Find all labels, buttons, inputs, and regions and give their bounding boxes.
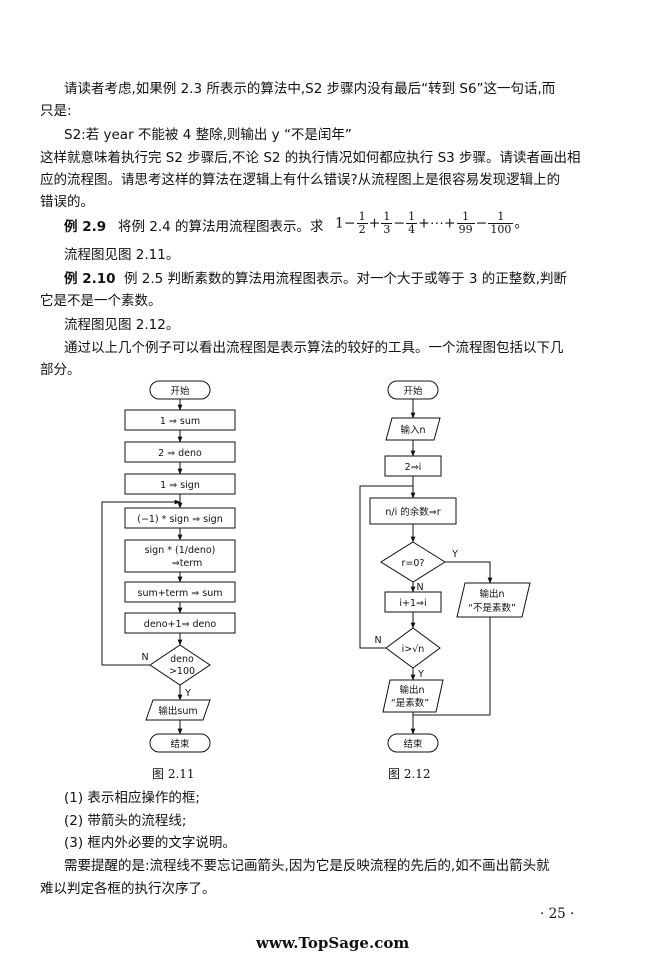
no-label: N [416,582,423,593]
paragraph-line: 只是: [40,103,72,119]
output-parallelogram [145,699,211,721]
paragraph-line: 应的流程图。请思考这样的算法在逻辑上有什么错误?从流程图上是很容易发现逻辑上的 [40,172,561,188]
decision-label: i>√n [402,644,425,655]
list-item: (2) 带箭头的流程线; [64,813,187,829]
example-label: 例 2.9 [64,219,107,235]
output-label: “不是素数” [468,602,516,614]
figure-caption: 图 2.11 [152,767,195,781]
figure-caption: 图 2.12 [388,767,431,781]
s2-statement: S2:若 year 不能被 4 整除,则输出 y “不是闰年” [64,127,352,143]
formula-op: − [343,215,356,232]
output-label: 输出n [479,588,504,600]
yes-label: Y [451,549,458,560]
list-item: (1) 表示相应操作的框; [64,790,200,806]
end-label: 结束 [170,738,190,750]
decision-label: >100 [169,666,195,677]
start-label: 开始 [403,385,423,397]
paragraph-line: 需要提醒的是:流程线不要忘记画箭头,因为它是反映流程的先后的,如不画出箭头就 [64,858,550,874]
end-terminal [387,733,439,753]
example-label: 例 2.10 [64,271,116,287]
flowchart-fig-2-12 [359,380,531,753]
paragraph-line: 流程图见图 2.11。 [64,247,180,263]
yes-label: Y [184,688,191,699]
box-label: 1 ⇒ sign [160,480,200,491]
no-label: N [141,652,148,663]
list-item: (3) 框内外必要的文字说明。 [64,835,236,851]
output-label: 输出n [399,684,424,696]
paragraph-line: 请读者考虑,如果例 2.3 所表示的算法中,S2 步骤内没有最后“转到 S6”这… [64,81,556,97]
no-label: N [374,635,381,646]
box-label: ⇒term [172,558,203,569]
input-label: 输入n [400,424,425,436]
footer-url[interactable]: www.TopSage.com [256,934,410,952]
paragraph-line: 错误的。 [40,194,94,210]
paragraph-line: 部分。 [40,362,81,378]
output-label: 输出sum [158,705,197,717]
formula-term: 1 [335,215,344,232]
output-label: “是素数” [391,697,429,709]
box-label: deno+1⇒ deno [144,619,217,630]
box-label: sign * (1/deno) [145,545,216,556]
decision-label: r=0? [402,558,425,569]
box-label: 2 ⇒ deno [158,448,202,459]
start-label: 开始 [170,385,190,397]
formula-op: + [368,215,381,232]
paragraph-line: 这样就意味着执行完 S2 步骤后,不论 S2 的执行情况如何都应执行 S3 步骤… [40,150,581,166]
paragraph-line: 它是不是一个素数。 [40,293,162,309]
formula-op: − [393,215,406,232]
decision-diamond [149,644,211,686]
formula-term: 。 [514,215,529,232]
formula-op: +⋯+ [418,215,456,232]
end-label: 结束 [403,738,423,750]
box-label: i+1⇒i [399,598,426,609]
yes-label: Y [417,669,424,680]
example-text: 例 2.5 判断素数的算法用流程图表示。对一个大于或等于 3 的正整数,判断 [124,271,568,287]
output-parallelogram [382,679,444,713]
page-number: · 25 · [540,906,575,922]
paragraph-line: 流程图见图 2.12。 [64,317,180,333]
input-parallelogram [385,417,441,441]
paragraph-line: 通过以上几个例子可以看出流程图是表示算法的较好的工具。一个流程图包括以下几 [64,340,564,356]
box-label: sum+term ⇒ sum [138,588,223,599]
box-label: (−1) * sign ⇒ sign [137,514,223,525]
box-label: 1 ⇒ sum [160,416,200,427]
decision-label: deno [170,654,194,665]
example-text: 将例 2.4 的算法用流程图表示。求 [118,219,324,235]
end-terminal [149,733,211,753]
box-label: 2⇒i [405,462,422,473]
formula-op: − [475,215,488,232]
box-label: n/i 的余数⇒r [385,506,440,518]
paragraph-line: 难以判定各框的执行次序了。 [40,881,216,897]
output-parallelogram [456,582,531,618]
